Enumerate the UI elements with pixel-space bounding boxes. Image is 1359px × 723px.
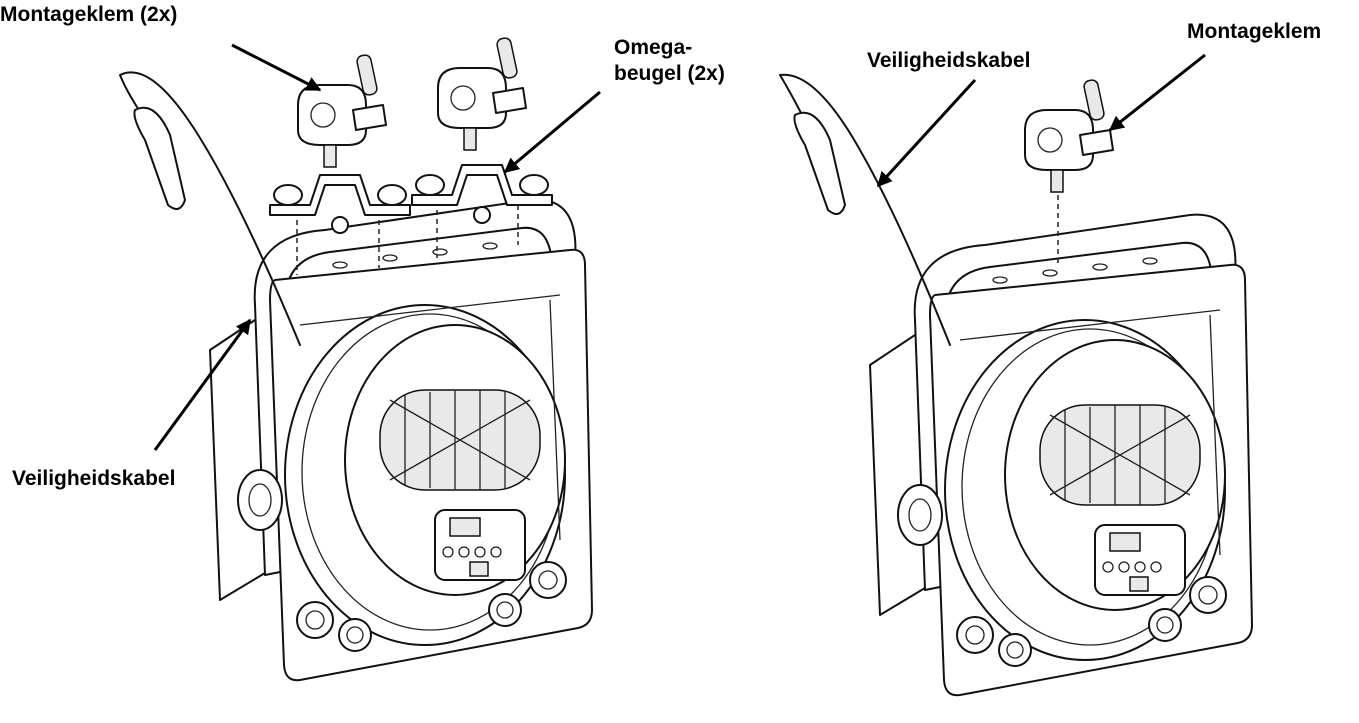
left-clamp-1: [297, 52, 387, 168]
left-safety-cable: [119, 71, 301, 346]
arrow-left-cable: [153, 318, 252, 451]
label-right-cable: Veiligheidskabel: [867, 49, 1031, 72]
right-safety-cable: [779, 73, 951, 346]
left-carabiner: [133, 106, 186, 210]
arrow-omega: [503, 90, 601, 174]
arrow-right-cable: [876, 78, 977, 188]
right-fixture: [869, 213, 1253, 697]
left-fixture: [209, 198, 593, 682]
left-guide-lines: [296, 205, 519, 275]
left-clamp-2: [437, 35, 527, 151]
label-left-cable: Veiligheidskabel: [12, 467, 176, 490]
right-clamp: [1024, 77, 1114, 193]
arrow-left-clamp: [231, 43, 322, 92]
label-omega-line2: beugel (2x): [614, 62, 725, 85]
right-carabiner: [793, 111, 846, 215]
arrow-right-clamp: [1108, 53, 1206, 132]
label-left-clamp: Montageklem (2x): [0, 3, 178, 26]
label-right-clamp: Montageklem: [1187, 20, 1322, 43]
label-omega-line1: Omega-: [614, 36, 693, 59]
